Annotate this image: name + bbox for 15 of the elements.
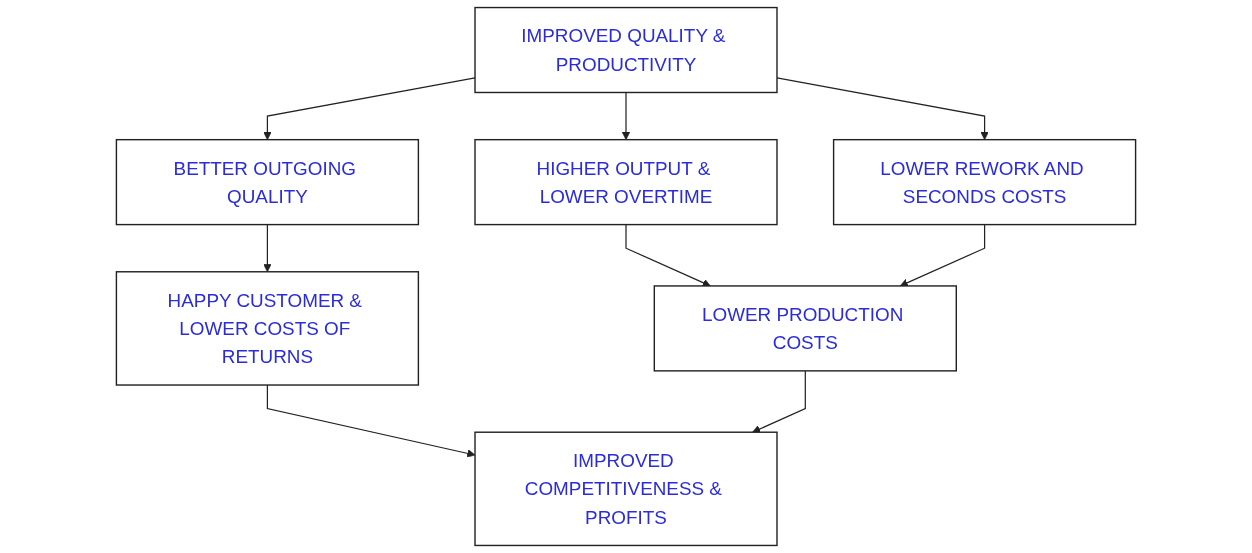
node-box: HIGHER OUTPUT & LOWER OVERTIME — [474, 138, 778, 226]
node-box: IMPROVED COMPETITIVENESS & PROFITS — [474, 431, 778, 547]
arrow — [899, 224, 986, 287]
node-box: IMPROVED QUALITY & PRODUCTIVITY — [474, 6, 778, 94]
arrow — [266, 384, 476, 458]
node-box: HAPPY CUSTOMER & LOWER COSTS OF RETURNS — [115, 271, 420, 386]
arrow — [263, 224, 272, 273]
node-box: LOWER REWORK AND SECONDS COSTS — [832, 138, 1137, 226]
arrow — [776, 77, 989, 141]
arrow — [625, 224, 711, 287]
arrow — [621, 91, 631, 141]
arrow — [752, 370, 806, 433]
node-box: BETTER OUTGOING QUALITY — [115, 138, 420, 226]
arrow — [263, 77, 476, 141]
node-box: LOWER PRODUCTION COSTS — [653, 285, 957, 372]
